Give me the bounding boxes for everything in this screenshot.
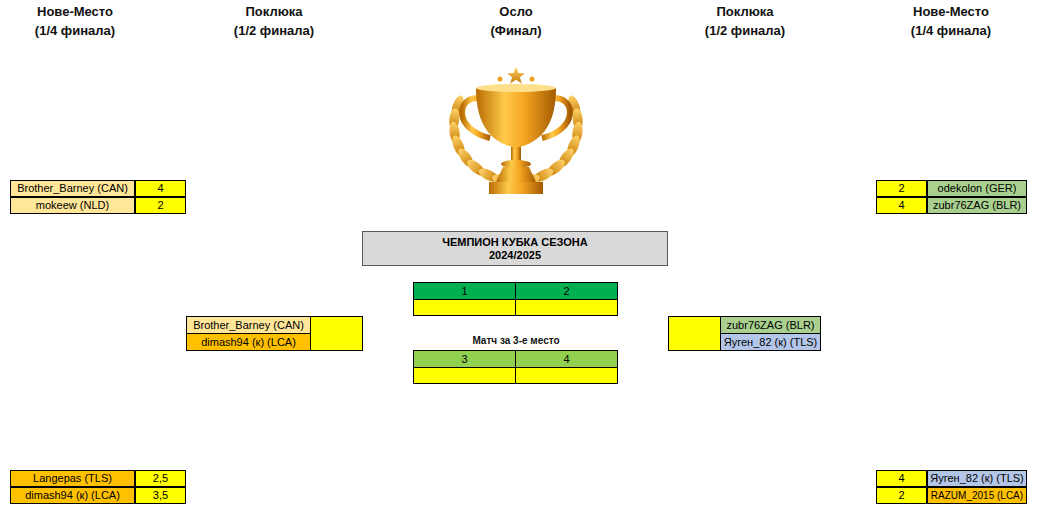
trophy-illustration <box>448 67 584 194</box>
title-text: 2024/2025 <box>489 249 541 262</box>
cup-plinth <box>489 182 543 194</box>
player-name: dimash94 (к) (LCA) <box>201 336 296 349</box>
final-place-cell: 2 <box>515 282 618 300</box>
star <box>507 67 525 84</box>
stage-header: (1/2 финала) <box>705 23 785 38</box>
cell-value: 4 <box>157 182 163 195</box>
match-caption: Матч за 3-е место <box>472 335 559 346</box>
stage-header: (1/4 финала) <box>911 23 991 38</box>
score-cell <box>311 317 363 351</box>
score-cell <box>414 368 516 384</box>
cell-value: 2 <box>898 182 904 195</box>
player-cell: dimash94 (к) (LCA) <box>186 333 311 351</box>
player-name: zubr76ZAG (BLR) <box>726 319 814 332</box>
cell-value: 2 <box>563 285 569 298</box>
player-name: RAZUM_2015 (LCA) <box>931 490 1023 502</box>
score-cell: 2 <box>876 180 927 197</box>
player-cell: Яуген_82 (к) (TLS) <box>927 470 1027 487</box>
score-cell <box>516 368 618 384</box>
player-cell: zubr76ZAG (BLR) <box>927 197 1027 214</box>
player-name: Brother_Barney (CAN) <box>193 319 304 332</box>
score-cell: 4 <box>135 180 186 197</box>
cup-bowl <box>476 88 556 148</box>
stage-header: Нове-Место <box>913 4 989 19</box>
player-cell: mokeew (NLD) <box>10 197 135 214</box>
score-cell <box>516 300 618 316</box>
stage-header: (Финал) <box>490 23 541 38</box>
score-cell <box>414 300 516 316</box>
empty-score-cells <box>311 300 721 384</box>
stage-header: Осло <box>499 4 532 19</box>
cell-value: 1 <box>461 285 467 298</box>
player-cell: Brother_Barney (CAN) <box>10 180 135 197</box>
cell-value: 2 <box>898 489 904 502</box>
cell-value: 3,5 <box>153 489 168 502</box>
score-cell: 4 <box>876 470 927 487</box>
player-cell: dimash94 (к) (LCA) <box>10 487 135 504</box>
cup-base <box>496 167 536 182</box>
cup-knob <box>501 160 531 168</box>
stage-header: (1/4 финала) <box>35 23 115 38</box>
stage-header: Поклюка <box>716 4 773 19</box>
score-cell <box>669 317 721 351</box>
final-place-cell: 1 <box>413 282 516 300</box>
player-name: odekolon (GER) <box>938 182 1017 195</box>
score-cell: 2 <box>135 197 186 214</box>
cell-value: 4 <box>898 472 904 485</box>
cell-value: 4 <box>563 353 569 366</box>
player-name: Яуген_82 (к) (TLS) <box>930 472 1024 485</box>
star-dot <box>530 77 535 82</box>
cup-rim <box>476 84 556 92</box>
star-dot <box>498 77 503 82</box>
cell-value: 4 <box>898 199 904 212</box>
champion-title-box: ЧЕМПИОН КУБКА СЕЗОНА2024/2025 <box>362 231 668 266</box>
third-place-cell: 3 <box>413 350 516 368</box>
player-name: Яуген_82 (к) (TLS) <box>724 336 818 349</box>
score-cell: 3,5 <box>135 487 186 504</box>
player-cell: Langepas (TLS) <box>10 470 135 487</box>
score-cell: 4 <box>876 197 927 214</box>
player-cell: Brother_Barney (CAN) <box>186 316 311 334</box>
player-cell: Яуген_82 (к) (TLS) <box>720 333 821 351</box>
player-name: mokeew (NLD) <box>36 199 109 212</box>
player-cell: RAZUM_2015 (LCA) <box>927 487 1027 504</box>
cell-value: 2,5 <box>153 472 168 485</box>
player-name: Brother_Barney (CAN) <box>17 182 128 195</box>
stage-header: (1/2 финала) <box>234 23 314 38</box>
player-name: Langepas (TLS) <box>33 472 112 485</box>
cell-value: 3 <box>461 353 467 366</box>
stage-header: Поклюка <box>245 4 302 19</box>
stage-header: Нове-Место <box>37 4 113 19</box>
title-text: ЧЕМПИОН КУБКА СЕЗОНА <box>442 236 588 249</box>
player-name: zubr76ZAG (BLR) <box>933 199 1021 212</box>
player-cell: odekolon (GER) <box>927 180 1027 197</box>
third-place-cell: 4 <box>515 350 618 368</box>
score-cell: 2 <box>876 487 927 504</box>
cell-value: 2 <box>157 199 163 212</box>
player-cell: zubr76ZAG (BLR) <box>720 316 821 334</box>
score-cell: 2,5 <box>135 470 186 487</box>
player-name: dimash94 (к) (LCA) <box>25 489 120 502</box>
